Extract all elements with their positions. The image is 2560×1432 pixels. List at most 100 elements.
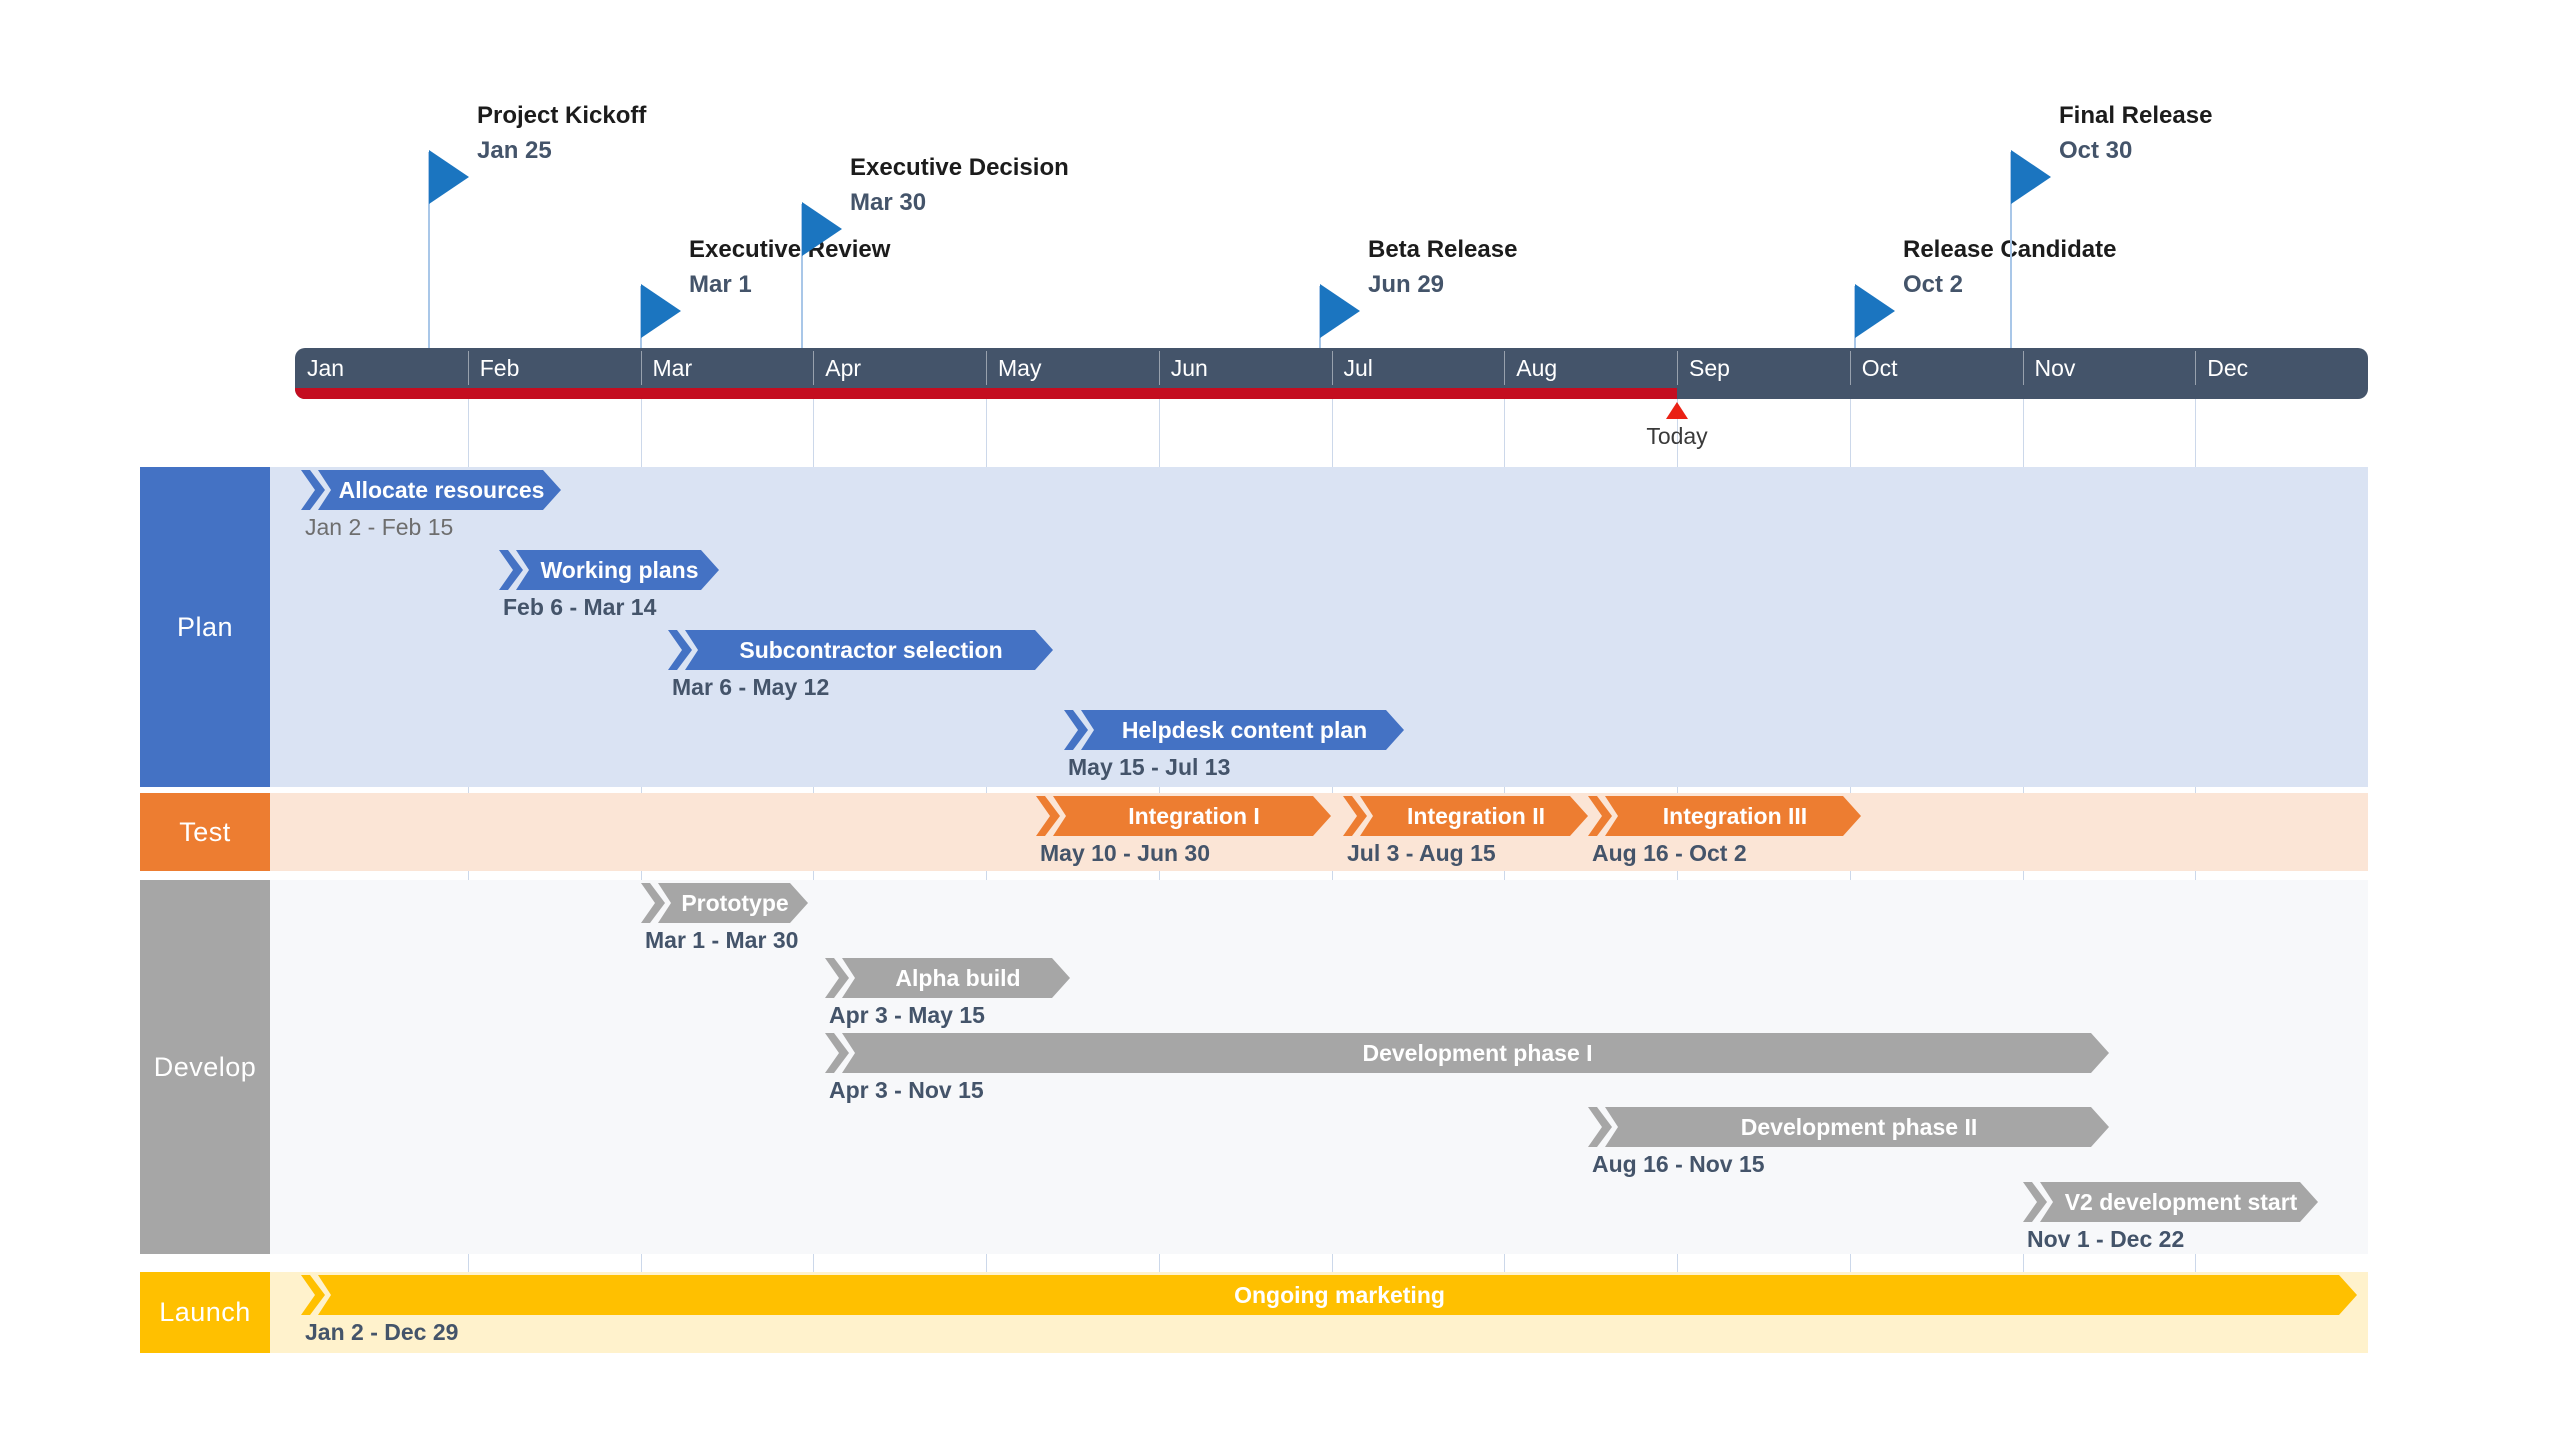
task-bar-arrow-head	[499, 550, 523, 590]
milestone-date: Jun 29	[1368, 271, 1445, 298]
month-divider	[2195, 351, 2196, 385]
task-label: Ongoing marketing	[1234, 1281, 1445, 1308]
task-bar-body: Alpha build	[842, 958, 1070, 998]
task-bar-arrow-head	[1343, 796, 1367, 836]
milestone-pole	[428, 152, 430, 348]
task-bar[interactable]: Integration III	[1588, 796, 1861, 836]
task-bar[interactable]: Development phase II	[1588, 1107, 2109, 1147]
task-date-range: May 10 - Jun 30	[1040, 840, 1211, 866]
month-gridline	[986, 399, 987, 1353]
task-date-range: Nov 1 - Dec 22	[2027, 1226, 2185, 1252]
month-label-jan: Jan	[307, 355, 345, 381]
month-gridline	[641, 399, 642, 1353]
task-bar-body: Integration III	[1605, 796, 1861, 836]
lane-label-test[interactable]: Test	[140, 793, 270, 871]
task-label: Working plans	[540, 556, 699, 583]
milestone-flag-icon[interactable]	[1320, 284, 1360, 338]
task-label: Allocate resources	[338, 476, 545, 503]
task-bar-body: Helpdesk content plan	[1081, 710, 1404, 750]
lane-label-develop[interactable]: Develop	[140, 880, 270, 1254]
month-divider	[1504, 351, 1505, 385]
month-label-mar: Mar	[652, 355, 693, 381]
task-bar-body: Allocate resources	[318, 470, 561, 510]
month-divider	[1850, 351, 1851, 385]
task-date-range: Mar 1 - Mar 30	[645, 927, 799, 953]
task-bar-arrow-head	[825, 1033, 849, 1073]
task-bar-arrow-head	[1588, 1107, 1612, 1147]
task-bar-arrow-head	[641, 883, 665, 923]
task-bar[interactable]: Integration I	[1036, 796, 1331, 836]
month-gridline	[2195, 399, 2196, 1353]
milestone-flag-icon[interactable]	[429, 150, 469, 204]
task-label: V2 development start	[2064, 1188, 2298, 1215]
month-divider	[1332, 351, 1333, 385]
milestone-flag-icon[interactable]	[2011, 150, 2051, 204]
milestone-flag-icon[interactable]	[802, 202, 842, 256]
milestone-title: Project Kickoff	[477, 102, 647, 129]
month-divider	[813, 351, 814, 385]
task-label: Integration I	[1128, 802, 1260, 829]
month-label-nov: Nov	[2034, 355, 2076, 381]
month-divider	[1677, 351, 1678, 385]
today-label: Today	[1646, 423, 1708, 449]
task-label: Helpdesk content plan	[1121, 716, 1368, 743]
milestone-date: Mar 1	[689, 271, 752, 298]
task-label: Integration II	[1407, 802, 1545, 829]
month-divider	[641, 351, 642, 385]
month-label-may: May	[998, 355, 1042, 381]
task-date-range: Jul 3 - Aug 15	[1347, 840, 1496, 866]
month-divider	[468, 351, 469, 385]
milestone-pole	[801, 204, 803, 348]
milestone-pole	[2010, 152, 2012, 348]
task-bar-body: Integration I	[1053, 796, 1331, 836]
month-label-jul: Jul	[1343, 355, 1373, 381]
milestone-title: Beta Release	[1368, 236, 1518, 263]
today-marker-icon[interactable]	[1666, 402, 1688, 419]
milestone-title: Release Candidate	[1903, 236, 2117, 263]
lane-label-launch[interactable]: Launch	[140, 1272, 270, 1353]
task-bar-body: Development phase I	[842, 1033, 2109, 1073]
task-date-range: Feb 6 - Mar 14	[503, 594, 657, 620]
month-gridline	[1850, 399, 1851, 1353]
month-gridline	[468, 399, 469, 1353]
task-bar-arrow-head	[1064, 710, 1088, 750]
elapsed-time-strip	[295, 388, 1677, 399]
task-bar-arrow-head	[825, 958, 849, 998]
task-bar[interactable]: Prototype	[641, 883, 808, 923]
task-bar[interactable]: Subcontractor selection	[668, 630, 1053, 670]
task-bar-arrow-head	[668, 630, 692, 670]
task-label: Prototype	[681, 889, 789, 916]
task-bar-arrow-head	[301, 470, 325, 510]
month-gridline	[813, 399, 814, 1353]
task-bar[interactable]: Integration II	[1343, 796, 1588, 836]
task-bar[interactable]: Allocate resources	[301, 470, 561, 510]
milestone-date: Oct 2	[1903, 271, 1964, 298]
task-bar[interactable]: Working plans	[499, 550, 719, 590]
month-gridline	[2023, 399, 2024, 1353]
milestone-date: Oct 30	[2059, 137, 2133, 164]
task-date-range: Jan 2 - Feb 15	[305, 514, 454, 540]
milestone-flag-icon[interactable]	[1855, 284, 1895, 338]
task-bar-arrow-head	[1036, 796, 1060, 836]
task-bar[interactable]: Helpdesk content plan	[1064, 710, 1404, 750]
task-bar-body: Subcontractor selection	[685, 630, 1053, 670]
task-bar[interactable]: V2 development start	[2023, 1182, 2318, 1222]
month-label-jun: Jun	[1170, 355, 1208, 381]
task-date-range: Aug 16 - Oct 2	[1592, 840, 1747, 866]
month-label-feb: Feb	[479, 355, 520, 381]
task-date-range: Aug 16 - Nov 15	[1592, 1151, 1765, 1177]
lane-label-plan[interactable]: Plan	[140, 467, 270, 787]
month-label-sep: Sep	[1689, 355, 1730, 381]
task-date-range: Apr 3 - May 15	[829, 1002, 985, 1028]
task-bar[interactable]: Alpha build	[825, 958, 1070, 998]
task-label: Development phase II	[1740, 1113, 1978, 1140]
month-divider	[1159, 351, 1160, 385]
month-divider	[2023, 351, 2024, 385]
task-bar[interactable]: Ongoing marketing	[301, 1275, 2357, 1315]
month-label-apr: Apr	[825, 355, 862, 381]
month-label-aug: Aug	[1516, 355, 1558, 381]
milestone-flag-icon[interactable]	[641, 284, 681, 338]
month-gridline	[1159, 399, 1160, 1353]
task-bar[interactable]: Development phase I	[825, 1033, 2109, 1073]
